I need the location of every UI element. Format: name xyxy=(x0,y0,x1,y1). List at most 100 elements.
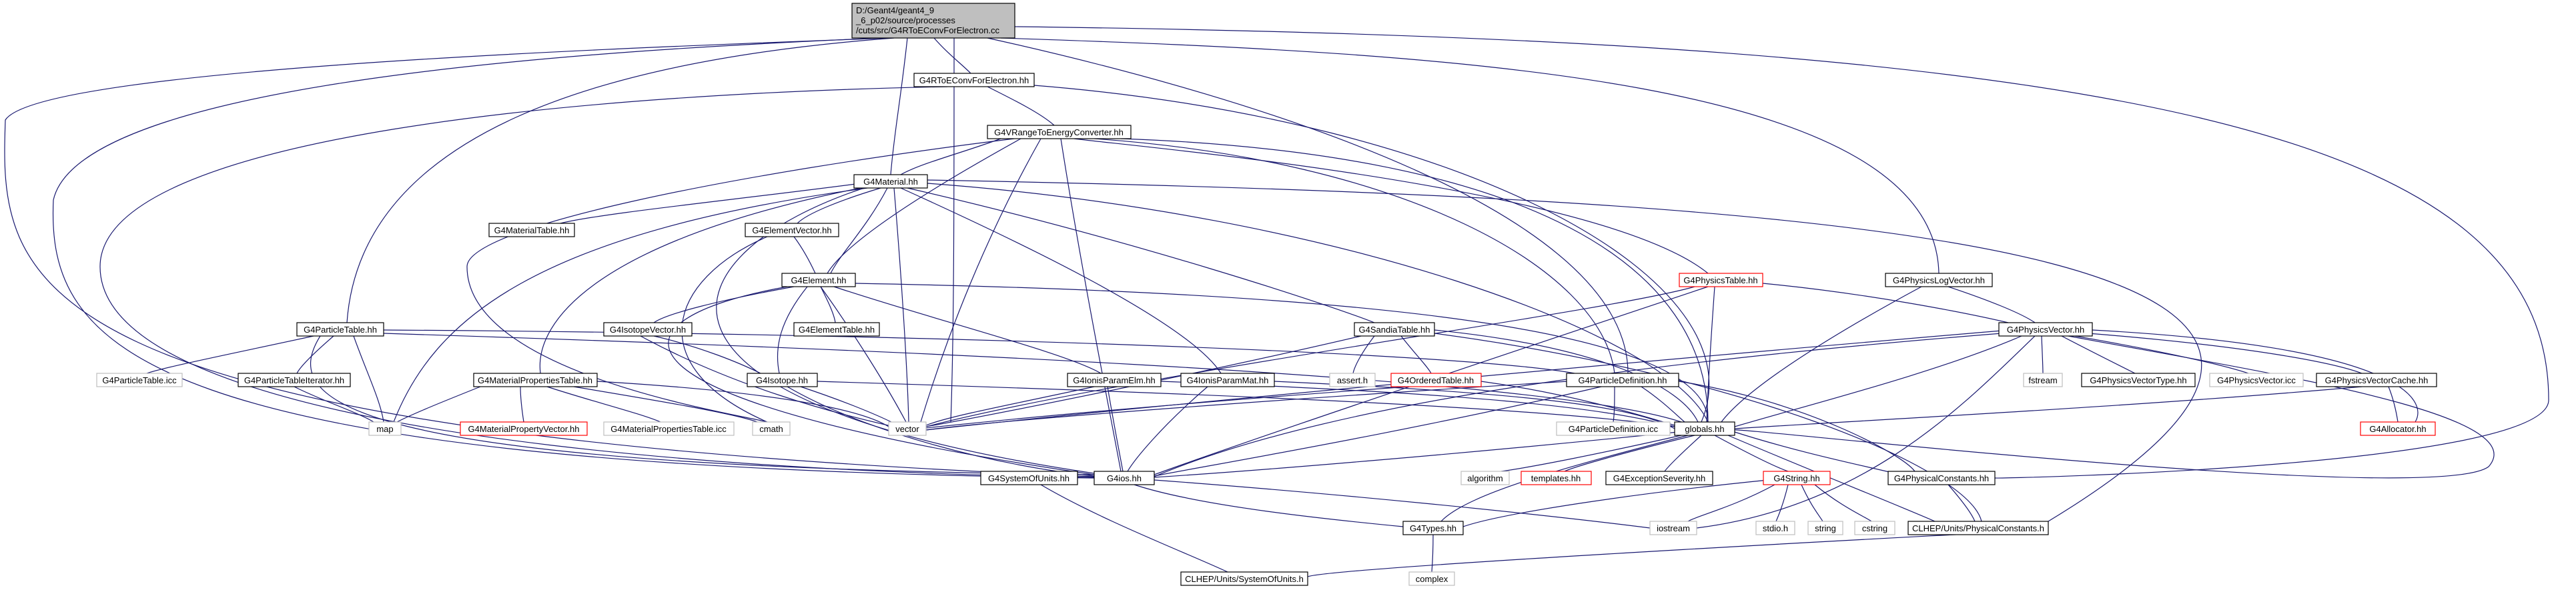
dependency-edge xyxy=(1734,335,2495,479)
dependency-edge xyxy=(1480,381,1675,426)
node-g4material[interactable]: G4Material.hh xyxy=(853,174,928,189)
node-g4isotopevector[interactable]: G4IsotopeVector.hh xyxy=(603,322,693,337)
dependency-edge xyxy=(560,183,861,224)
dependency-edge xyxy=(1154,386,1602,477)
node-g4allocator[interactable]: G4Allocator.hh xyxy=(2360,421,2436,436)
node-map[interactable]: map xyxy=(368,421,402,436)
node-g4systemofunits[interactable]: G4SystemOfUnits.hh xyxy=(980,471,1078,485)
dependency-edge xyxy=(383,329,1575,374)
node-g4sandiatable[interactable]: G4SandiaTable.hh xyxy=(1354,322,1435,337)
node-globals[interactable]: globals.hh xyxy=(1674,421,1735,436)
dependency-edge xyxy=(817,381,1675,427)
node-g4string[interactable]: G4String.hh xyxy=(1763,471,1831,485)
dependency-edge xyxy=(1040,484,1228,573)
dependency-edge xyxy=(2074,335,2249,374)
node-g4ionisparamelm[interactable]: G4IonisParamElm.hh xyxy=(1067,373,1162,387)
node-g4materialpropertyvector[interactable]: G4MaterialPropertyVector.hh xyxy=(460,421,588,436)
dependency-edge xyxy=(640,335,895,427)
dependency-edge xyxy=(146,335,314,374)
node-clhep-physicalconstants[interactable]: CLHEP/Units/PhysicalConstants.h xyxy=(1907,521,2049,535)
node-label: G4PhysicsVector.hh xyxy=(2007,325,2084,335)
dependency-edge xyxy=(99,86,1095,478)
node-g4orderedtable[interactable]: G4OrderedTable.hh xyxy=(1390,373,1482,387)
node-label: G4Material.hh xyxy=(863,177,918,187)
dependency-edge xyxy=(1462,479,1769,527)
dependency-edge xyxy=(1706,286,1715,423)
node-label: templates.hh xyxy=(1531,473,1581,483)
dependency-edge xyxy=(596,381,889,427)
dependency-edge xyxy=(466,138,1015,423)
dependency-edge xyxy=(925,335,1362,427)
node-g4exceptionseverity[interactable]: G4ExceptionSeverity.hh xyxy=(1605,471,1713,485)
node-iostream[interactable]: iostream xyxy=(1649,521,1697,535)
dependency-edge xyxy=(950,37,955,423)
node-g4particledefinition-icc[interactable]: G4ParticleDefinition.icc xyxy=(1556,421,1671,436)
node-g4particletable-icc[interactable]: G4ParticleTable.icc xyxy=(96,373,183,387)
node-label: G4ElementTable.hh xyxy=(799,325,875,335)
dependency-edge xyxy=(383,333,1682,423)
node-label: G4MaterialTable.hh xyxy=(494,225,570,235)
dependency-edge xyxy=(1307,529,2049,577)
dependency-edge xyxy=(1352,335,1375,374)
node-g4materialtable[interactable]: G4MaterialTable.hh xyxy=(488,223,575,237)
dependency-edge xyxy=(653,335,761,374)
node-g4physicsvectortype[interactable]: G4PhysicsVectorType.hh xyxy=(2081,373,2196,387)
node-g4physicsvectorcache[interactable]: G4PhysicsVectorCache.hh xyxy=(2316,373,2437,387)
node-g4physicalconstants[interactable]: G4PhysicalConstants.hh xyxy=(1887,471,1996,485)
node-label: cstring xyxy=(1862,523,1887,533)
node-label: G4OrderedTable.hh xyxy=(1398,375,1474,385)
node-g4materialpropertiestable-icc[interactable]: G4MaterialPropertiesTable.icc xyxy=(603,421,735,436)
node-g4materialpropertiestable[interactable]: G4MaterialPropertiesTable.hh xyxy=(473,373,598,387)
dependency-edge xyxy=(520,386,524,423)
node-stdio[interactable]: stdio.h xyxy=(1755,521,1795,535)
node-g4rtoeconvforelectron[interactable]: G4RToEConvForElectron.hh xyxy=(913,73,1035,87)
node-label: G4Element.hh xyxy=(791,275,846,285)
node-g4elementtable[interactable]: G4ElementTable.hh xyxy=(793,322,880,337)
dependency-edge xyxy=(925,386,1408,429)
dependency-edge xyxy=(820,286,836,323)
node-vector[interactable]: vector xyxy=(888,421,927,436)
node-fstream[interactable]: fstream xyxy=(2023,373,2063,387)
dependency-edge xyxy=(1727,435,1936,522)
node-g4elementvector[interactable]: G4ElementVector.hh xyxy=(745,223,839,237)
node-g4isotope[interactable]: G4Isotope.hh xyxy=(747,373,818,387)
node-label: G4PhysicsLogVector.hh xyxy=(1893,275,1985,285)
node-g4physicsvector[interactable]: G4PhysicsVector.hh xyxy=(1998,322,2093,337)
node-g4particletable[interactable]: G4ParticleTable.hh xyxy=(296,322,384,337)
node-templates[interactable]: templates.hh xyxy=(1521,471,1592,485)
node-cstring[interactable]: cstring xyxy=(1854,521,1895,535)
dependency-edge xyxy=(1801,484,1823,522)
node-label: string xyxy=(1815,523,1836,533)
node-g4vrangetoenergyconverter[interactable]: G4VRangeToEnergyConverter.hh xyxy=(987,125,1132,139)
node-g4particletableiterator[interactable]: G4ParticleTableIterator.hh xyxy=(238,373,351,387)
node-g4physicsvector-icc[interactable]: G4PhysicsVector.icc xyxy=(2209,373,2304,387)
node-g4element[interactable]: G4Element.hh xyxy=(781,273,856,287)
root-node[interactable]: D:/Geant4/geant4_9 _6_p02/source/process… xyxy=(851,3,1015,39)
node-g4ios[interactable]: G4ios.hh xyxy=(1094,471,1155,485)
dependency-edge xyxy=(1734,431,1895,474)
dependency-edge xyxy=(1564,435,1695,472)
node-g4types[interactable]: G4Types.hh xyxy=(1402,521,1464,535)
dependency-edge xyxy=(1000,37,1940,274)
node-g4ionisparammat[interactable]: G4IonisParamMat.hh xyxy=(1180,373,1275,387)
root-path-line-2: _6_p02/source/processes xyxy=(855,15,955,25)
dependency-edge xyxy=(907,187,1375,323)
node-label: globals.hh xyxy=(1685,424,1724,434)
dependency-edge xyxy=(855,283,1709,423)
node-assert[interactable]: assert.h xyxy=(1329,373,1376,387)
node-complex[interactable]: complex xyxy=(1408,571,1455,586)
dependency-edge xyxy=(310,335,1095,475)
dependency-edge xyxy=(900,187,1222,374)
node-g4physicstable[interactable]: G4PhysicsTable.hh xyxy=(1679,273,1763,287)
node-label: G4RToEConvForElectron.hh xyxy=(919,75,1029,85)
node-algorithm[interactable]: algorithm xyxy=(1460,471,1510,485)
dependency-edge xyxy=(1434,329,1699,423)
node-g4physicslogvector[interactable]: G4PhysicsLogVector.hh xyxy=(1885,273,1993,287)
node-g4particledefinition[interactable]: G4ParticleDefinition.hh xyxy=(1566,373,1679,387)
dependency-edge xyxy=(925,386,1095,426)
dependency-edge xyxy=(1107,386,1124,472)
node-cmath[interactable]: cmath xyxy=(752,421,791,436)
node-clhep-systemofunits[interactable]: CLHEP/Units/SystemOfUnits.h xyxy=(1180,571,1308,586)
node-std-string[interactable]: string xyxy=(1807,521,1843,535)
node-label: G4SystemOfUnits.hh xyxy=(988,473,1069,483)
